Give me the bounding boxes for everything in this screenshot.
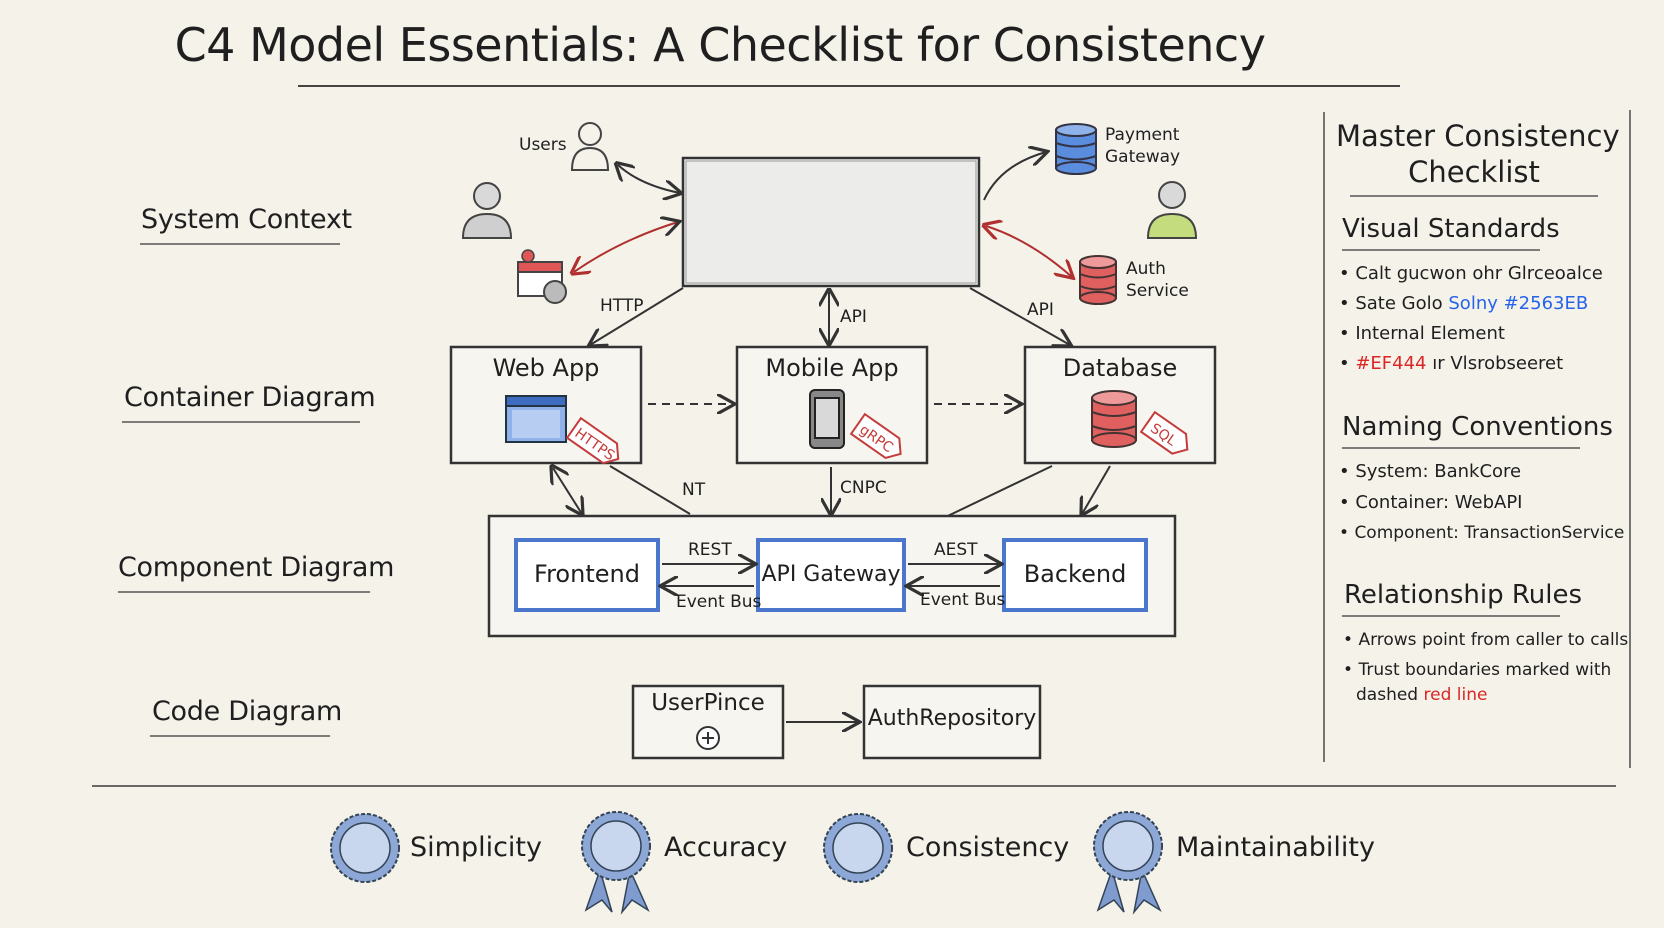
auth-service-line1: Auth [1126, 259, 1166, 279]
backend-label: Backend [1023, 560, 1127, 588]
visual-item-2: Sate Golo Solny #2563EB [1339, 293, 1588, 314]
auth-repository-label: AuthRepository [867, 706, 1037, 731]
level-component-diagram: Component Diagram [118, 552, 395, 583]
naming-item-2: Container: WebAPI [1339, 492, 1522, 513]
relationship-item-2: Trust boundaries marked with [1343, 660, 1611, 680]
arrow-database-backend [1082, 465, 1111, 514]
calendar-gear-icon [517, 249, 567, 304]
arrow-system-auth [986, 226, 1072, 277]
maintainability-badge-icon [1093, 811, 1163, 915]
person-icon [461, 182, 513, 239]
principle-maintainability: Maintainability [1176, 832, 1375, 863]
visual-item-1: Calt gucwon ohr Glrceoalce [1339, 263, 1602, 284]
phone-icon [809, 389, 845, 449]
frontend-label: Frontend [534, 560, 640, 588]
gateway-box [756, 538, 906, 612]
http-label: HTTP [600, 296, 644, 316]
database-icon [1091, 390, 1137, 448]
auth-repository-box [862, 684, 1042, 760]
api-right-label: API [1027, 300, 1054, 320]
api-center-label: API [840, 307, 867, 327]
eventbus-left-label: Event Bus [676, 592, 762, 612]
arrow-webapp-frontend [553, 468, 582, 514]
payment-gateway-line2: Gateway [1105, 147, 1181, 167]
level-container-diagram: Container Diagram [124, 382, 376, 413]
backend-box [1002, 538, 1148, 612]
checklist-title-line2: Checklist [1408, 155, 1540, 189]
visual-standards-heading: Visual Standards [1342, 214, 1560, 244]
relationship-item-2-red: red line [1423, 685, 1488, 705]
level-system-context: System Context [141, 204, 352, 235]
relationship-item-1: Arrows point from caller to calls [1343, 630, 1628, 650]
users-label: Users [519, 135, 567, 155]
arrow-users-system [618, 165, 680, 193]
naming-heading: Naming Conventions [1342, 412, 1613, 442]
arrow-system-database [969, 287, 1070, 345]
consistency-badge-icon [823, 813, 893, 883]
auth-service-label: Auth Service [1126, 258, 1189, 302]
payment-gateway-line1: Payment [1105, 125, 1180, 145]
checklist-title: Master Consistency Checklist [1336, 118, 1620, 190]
visual-item-4-red: #EF444 [1355, 353, 1427, 374]
checklist-title-line1: Master Consistency [1336, 119, 1620, 153]
frontend-box [514, 538, 660, 612]
webapp-title: Web App [492, 354, 600, 382]
visual-item-4-rest: ır Vlsrobseeret [1432, 353, 1564, 374]
nt-label: NT [682, 480, 706, 500]
arrow-system-payment [983, 152, 1046, 201]
naming-item-3: Component: TransactionService [1339, 523, 1624, 543]
database-title: Database [1062, 354, 1178, 382]
simplicity-badge-icon [330, 813, 400, 883]
payment-database-icon [1055, 123, 1097, 175]
rest-left-label: REST [688, 540, 732, 560]
user-class-label: UserPince [651, 690, 765, 716]
principle-simplicity: Simplicity [410, 832, 542, 863]
browser-icon [505, 395, 567, 443]
plus-circle-icon [696, 726, 720, 750]
eventbus-right-label: Event Bus [920, 590, 1006, 610]
page-title: C4 Model Essentials: A Checklist for Con… [174, 18, 1266, 72]
arrow-webapp-gateway [609, 465, 691, 515]
relationship-item-2-prefix: dashed [1356, 685, 1419, 705]
level-code-diagram: Code Diagram [152, 696, 343, 727]
rest-right-label: AEST [934, 540, 978, 560]
auth-service-line2: Service [1126, 281, 1189, 301]
principle-consistency: Consistency [906, 832, 1070, 863]
visual-item-2-blue: Solny #2563EB [1448, 293, 1589, 314]
green-person-icon [1146, 181, 1198, 239]
arrow-robot-system [574, 222, 678, 272]
payment-gateway-label: Payment Gateway [1105, 124, 1180, 168]
arrow-system-webapp [590, 287, 684, 345]
visual-item-3: Internal Element [1339, 323, 1505, 344]
relationship-heading: Relationship Rules [1344, 580, 1583, 610]
auth-database-icon [1079, 255, 1117, 305]
naming-item-1: System: BankCore [1339, 461, 1521, 482]
system-box [681, 156, 981, 288]
visual-item-2-prefix: Sate Golo [1355, 293, 1443, 314]
cnpc-label: CNPC [840, 478, 887, 498]
relationship-item-2-line2: dashed red line [1356, 685, 1487, 705]
gateway-label: API Gateway [761, 562, 901, 587]
principle-accuracy: Accuracy [664, 832, 788, 863]
visual-item-4: #EF444 ır Vlsrobseeret [1339, 353, 1563, 374]
users-person-icon [570, 122, 610, 171]
mobile-title: Mobile App [765, 354, 899, 382]
accuracy-badge-icon [581, 811, 651, 915]
